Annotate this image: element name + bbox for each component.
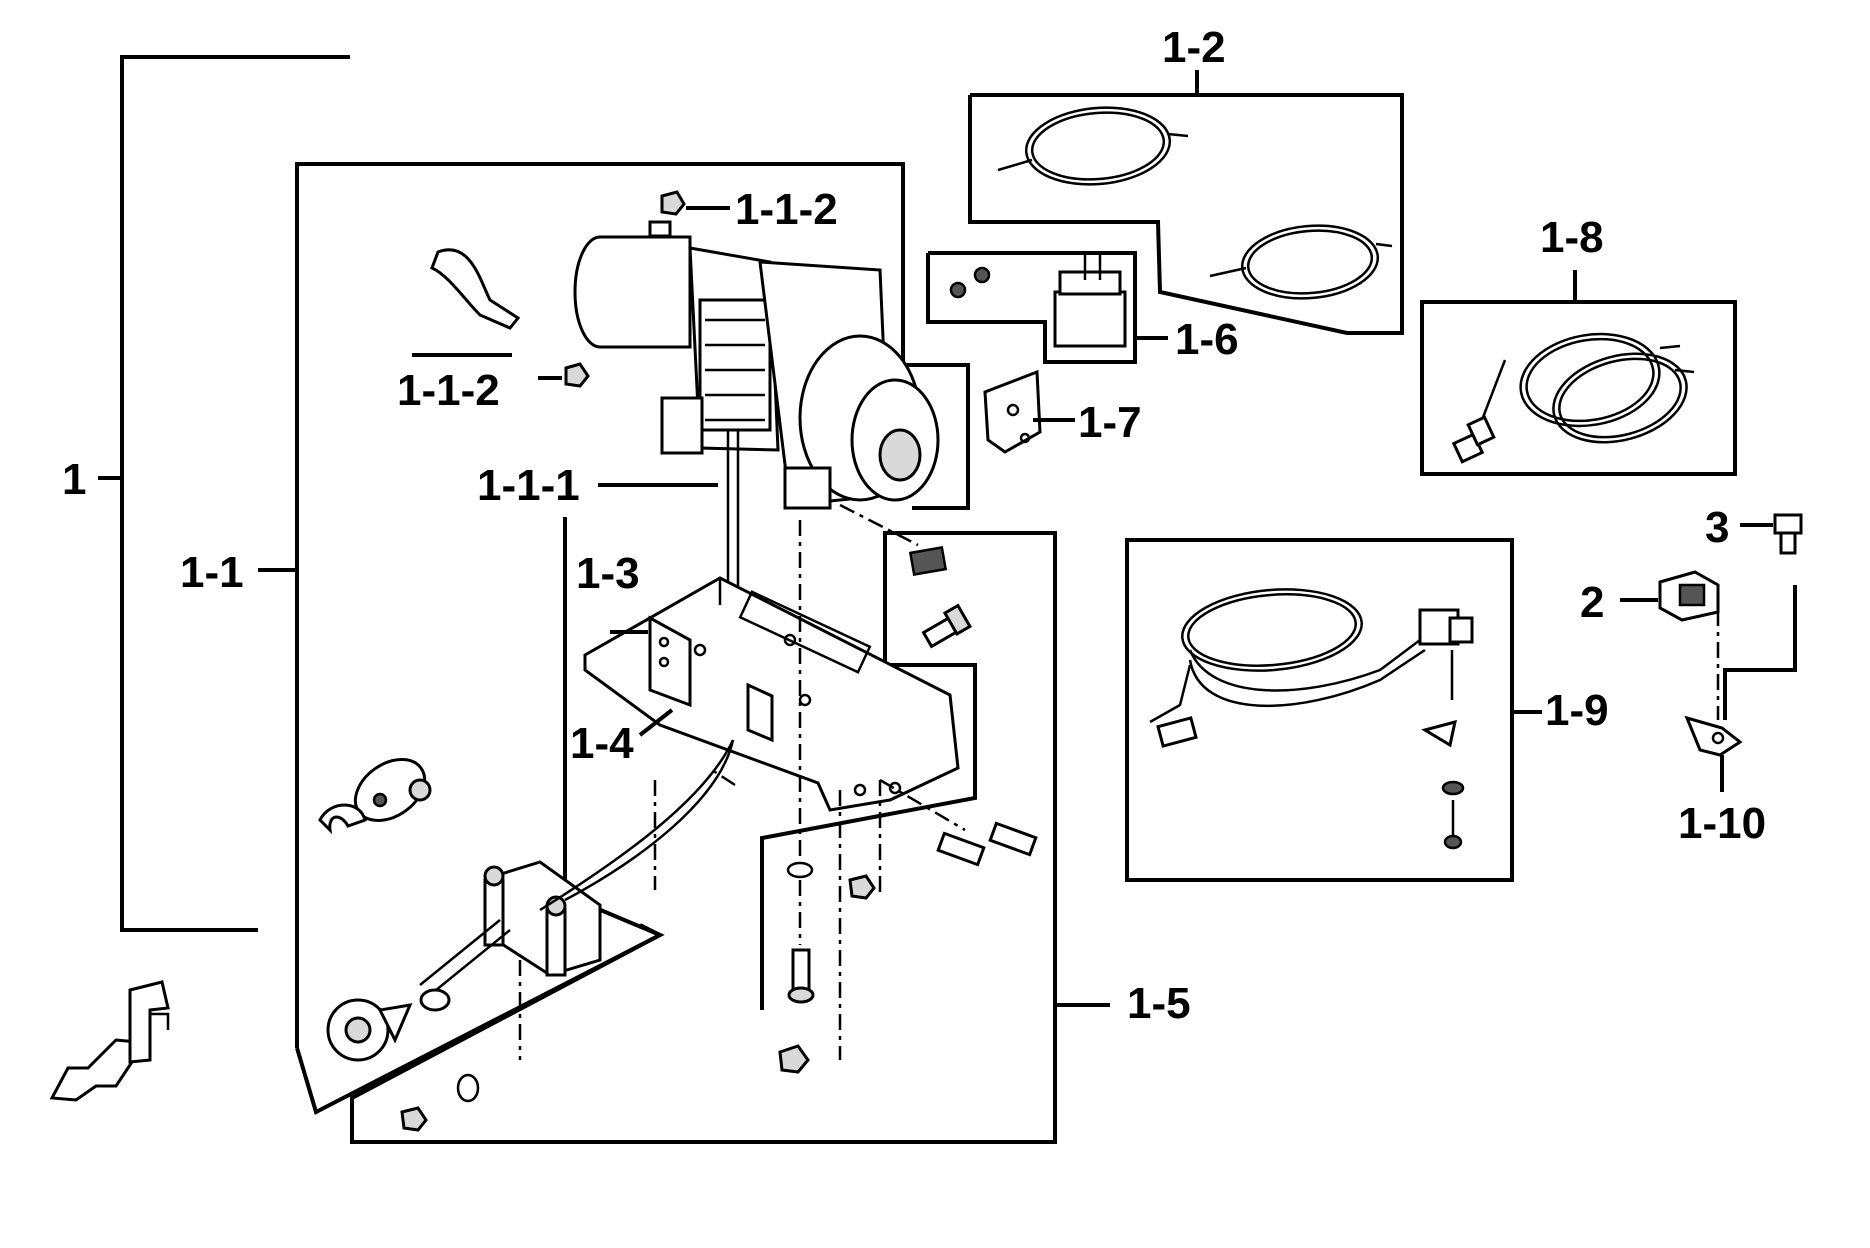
bracket-1-10 — [1684, 715, 1743, 757]
label-1: 1 — [62, 455, 86, 504]
label-1-3: 1-3 — [576, 549, 640, 598]
winch-cable — [564, 739, 735, 902]
relay-1-6 — [949, 255, 1127, 348]
label-1-10: 1-10 — [1678, 799, 1766, 848]
cables-1-2 — [997, 106, 1393, 300]
nut-1-5-b — [778, 1044, 810, 1074]
label-1-2: 1-2 — [1162, 23, 1226, 72]
harness-1-9 — [1149, 588, 1474, 850]
label-1-6: 1-6 — [1175, 315, 1239, 364]
nut-1-1-2-bottom — [564, 362, 590, 388]
bolts-1-5-b — [936, 821, 1038, 867]
bolt-1-5-c — [787, 948, 815, 1004]
assembly-lines — [518, 503, 1720, 1060]
label-1-9: 1-9 — [1545, 686, 1609, 735]
front-arrow-icon — [49, 980, 170, 1102]
winch-assembly — [573, 220, 940, 740]
group-1-2-frame — [968, 93, 1404, 335]
label-1-1: 1-1 — [180, 548, 244, 597]
hook — [326, 988, 451, 1062]
strap — [430, 248, 521, 330]
nut-1-1-2-top — [660, 190, 686, 216]
group-1-6-frame — [926, 251, 1137, 364]
bracket-1-7 — [983, 369, 1042, 454]
group-1-5-frame — [350, 517, 1057, 1144]
label-2: 2 — [1580, 578, 1604, 627]
nut-1-5-a — [848, 874, 876, 900]
winch-cable-2 — [539, 739, 735, 912]
pulley-block — [318, 758, 432, 835]
label-1-4: 1-4 — [570, 719, 634, 768]
group-1-8-frame — [1420, 300, 1737, 476]
harness-1-8 — [1451, 332, 1695, 464]
nut-1-5-c — [400, 1106, 428, 1132]
mount-plate-1-3 — [583, 576, 960, 812]
label-1-5: 1-5 — [1127, 979, 1191, 1028]
fairlead — [483, 860, 602, 977]
part-2-block — [1658, 570, 1720, 622]
washer-1-5-a — [786, 861, 814, 879]
label-3: 3 — [1705, 503, 1729, 552]
group-1-bracket — [98, 55, 350, 932]
label-1-1-2-bottom: 1-1-2 — [397, 366, 500, 415]
part-3-screw — [1773, 513, 1803, 555]
label-1-7: 1-7 — [1078, 398, 1142, 447]
label-1-1-2-top: 1-1-2 — [735, 185, 838, 234]
washer-1-5-b — [456, 1073, 480, 1103]
pad-1-5 — [908, 545, 948, 577]
bolt-1-5-a — [921, 603, 972, 649]
label-1-1-1: 1-1-1 — [477, 461, 580, 510]
label-1-8: 1-8 — [1540, 213, 1604, 262]
